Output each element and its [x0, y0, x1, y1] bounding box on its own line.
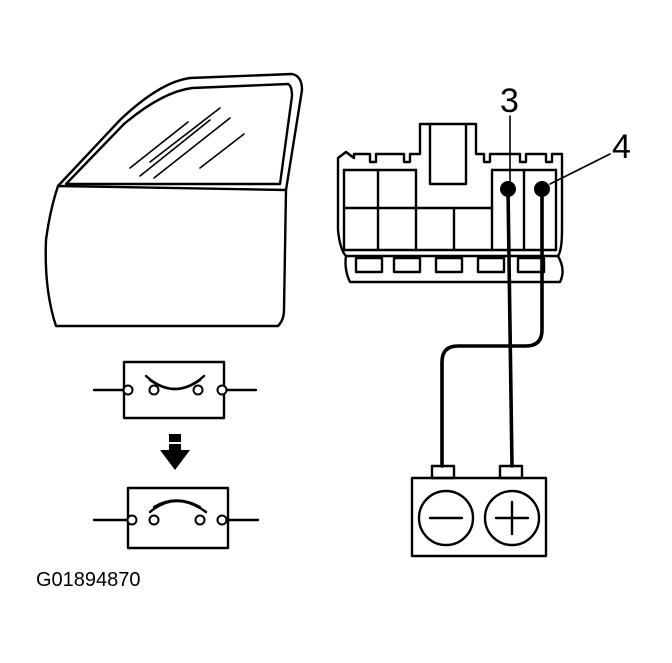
pin-4-label: 4 [612, 128, 631, 166]
battery [410, 464, 548, 558]
transition-arrow-icon [160, 434, 190, 470]
battery-negative-terminal [417, 489, 475, 547]
switch-symbol-on [92, 486, 260, 550]
figure-code: G01894870 [36, 569, 141, 591]
door-illustration [44, 72, 304, 328]
battery-positive-terminal [483, 489, 541, 547]
wire-terminal-3-to-battery-positive [506, 187, 514, 468]
connector [336, 122, 564, 284]
switch-symbol-off [92, 360, 258, 420]
wire-terminal-4-to-battery-negative [440, 187, 544, 468]
pin-3-label: 3 [500, 82, 519, 120]
pin-4-leader [549, 153, 611, 185]
